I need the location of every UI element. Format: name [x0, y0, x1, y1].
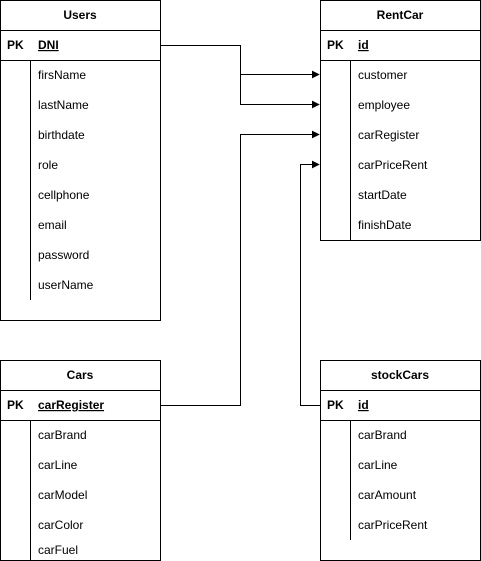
users-field: role — [38, 158, 58, 172]
users-pk-label: PK — [7, 38, 24, 52]
users-field: birthdate — [38, 128, 85, 142]
cars-title: Cars — [67, 368, 94, 382]
entity-cars[interactable]: Cars PK carRegister carBrand carLine car… — [0, 360, 161, 561]
users-title: Users — [63, 8, 97, 22]
rentcar-field: startDate — [358, 188, 407, 202]
entity-rentcar[interactable]: RentCar PK id customer employee carRegis… — [320, 0, 481, 241]
connector-users-customer[interactable] — [160, 45, 320, 79]
users-field: lastName — [38, 98, 89, 112]
users-field: cellphone — [38, 188, 90, 202]
connector-users-employee[interactable] — [240, 74, 320, 109]
rentcar-field: carPriceRent — [358, 158, 428, 172]
rentcar-title: RentCar — [377, 8, 424, 22]
entity-stockcars[interactable]: stockCars PK id carBrand carLine carAmou… — [320, 360, 481, 561]
stockcars-pk-label: PK — [327, 398, 344, 412]
rentcar-box — [320, 0, 481, 241]
rentcar-field: carRegister — [358, 128, 419, 142]
rentcar-field: finishDate — [358, 218, 412, 232]
cars-field: carModel — [38, 488, 87, 502]
cars-field: carColor — [38, 518, 83, 532]
cars-field: carFuel — [38, 543, 78, 557]
users-field: password — [38, 248, 89, 262]
cars-field: carLine — [38, 458, 78, 472]
stockcars-box — [320, 360, 481, 561]
rentcar-pk-label: PK — [327, 38, 344, 52]
rentcar-pk-field: id — [358, 38, 369, 52]
stockcars-field: carLine — [358, 458, 398, 472]
connector-stockcars-carpricerent[interactable] — [300, 160, 321, 406]
cars-box — [0, 360, 161, 561]
users-field: firsName — [38, 68, 86, 82]
users-field: userName — [38, 278, 94, 292]
cars-field: carBrand — [38, 428, 87, 442]
cars-pk-field: carRegister — [38, 398, 104, 412]
users-field: email — [38, 218, 67, 232]
cars-pk-label: PK — [7, 398, 24, 412]
entity-users[interactable]: Users PK DNI firsName lastName birthdate… — [0, 0, 161, 321]
users-pk-field: DNI — [38, 38, 59, 52]
relationship-connectors — [160, 45, 321, 406]
stockcars-pk-field: id — [358, 398, 369, 412]
stockcars-field: carPriceRent — [358, 518, 428, 532]
connector-cars-carregister[interactable] — [160, 130, 320, 406]
rentcar-field: customer — [358, 68, 407, 82]
users-box — [0, 0, 161, 321]
stockcars-field: carAmount — [358, 488, 417, 502]
stockcars-field: carBrand — [358, 428, 407, 442]
rentcar-field: employee — [358, 98, 410, 112]
stockcars-title: stockCars — [371, 368, 429, 382]
